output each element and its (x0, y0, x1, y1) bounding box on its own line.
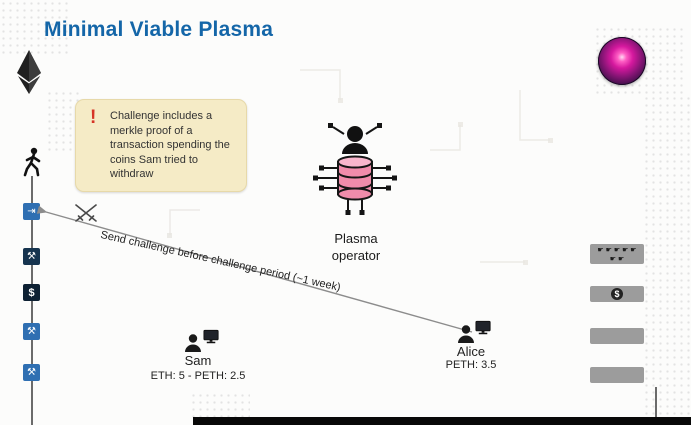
plasmachain-block (590, 328, 644, 344)
dollar-icon: $ (28, 286, 35, 299)
exit-icon: ⇥ (27, 206, 36, 217)
plasma-operator-icon (300, 118, 410, 231)
sam-name: Sam (184, 353, 212, 368)
walking-person-icon (20, 147, 46, 182)
alice-name: Alice (456, 344, 486, 359)
operator-person-icon (342, 126, 368, 154)
alice-computer-icon (475, 320, 492, 341)
halftone-dots (46, 90, 80, 152)
halftone-dots (190, 392, 250, 418)
faucet-icon: ⚒ (27, 326, 36, 337)
halftone-dots (0, 0, 70, 58)
mainchain-block-exit: ⇥ (23, 203, 40, 220)
plasma-ball-image (598, 37, 646, 85)
halftone-dots (643, 95, 691, 415)
ethereum-logo-icon (15, 49, 43, 100)
plasmachain-block: ☛ ☛ ☛ ☛ ☛ ☛ ☛ (590, 244, 644, 264)
alice-balance: PETH: 3.5 (445, 359, 497, 371)
sam-computer-icon (203, 329, 220, 350)
mainchain-block: ⚒ (23, 364, 40, 381)
bottom-bar (193, 417, 691, 425)
fists-icon: ☛ ☛ ☛ ☛ ☛ ☛ ☛ (597, 246, 637, 263)
callout-challenge-note: ! Challenge includes a merkle proof of a… (75, 99, 247, 192)
sam-person-icon (183, 333, 203, 358)
mainchain-block: $ (23, 284, 40, 301)
crossed-swords-icon (74, 203, 98, 228)
plasmachain-line (655, 387, 657, 425)
alert-exclamation-icon: ! (90, 107, 97, 128)
sam-balance: ETH: 5 - PETH: 2.5 (150, 370, 246, 382)
mainchain-block: ⚒ (23, 248, 40, 265)
plasmachain-block: $ (590, 286, 644, 302)
plasmachain-block (590, 367, 644, 383)
page-title: Minimal Viable Plasma (44, 18, 274, 41)
plasma-operator-label: Plasma operator (331, 231, 381, 263)
mainchain-block: ⚒ (23, 323, 40, 340)
callout-text: Challenge includes a merkle proof of a t… (110, 110, 230, 181)
faucet-icon: ⚒ (27, 367, 36, 378)
database-icon (337, 155, 373, 201)
faucet-icon: ⚒ (27, 251, 36, 262)
dollar-icon: $ (611, 288, 623, 300)
